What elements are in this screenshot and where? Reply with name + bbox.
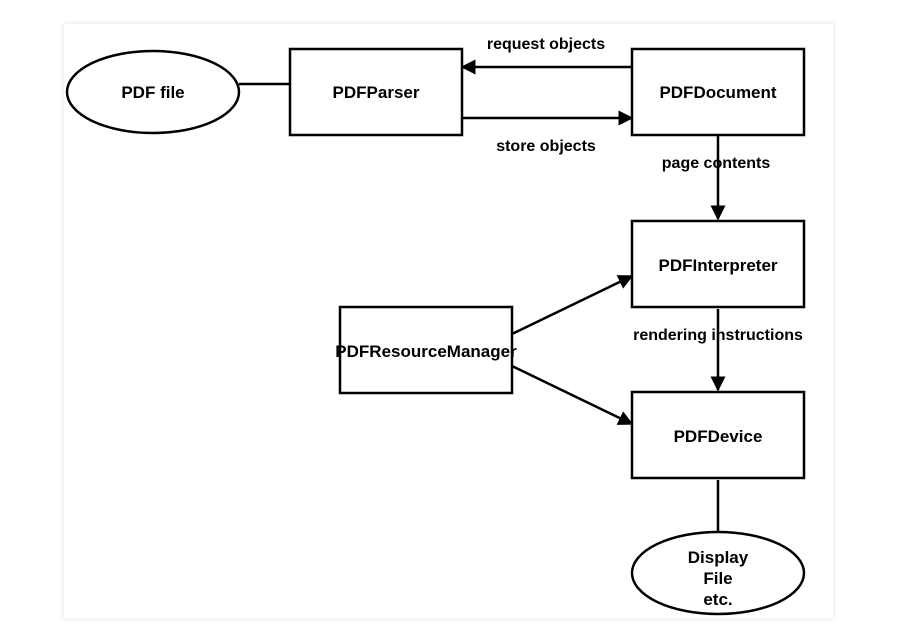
pdfparser-node: PDFParser <box>288 47 464 137</box>
display-label-line-1: Display <box>688 548 749 567</box>
pdfparser-label: PDFParser <box>333 83 420 102</box>
display-file-node: Display File etc. <box>630 530 806 616</box>
display-label-line-3: etc. <box>703 590 732 609</box>
store-objects-label: store objects <box>496 138 596 155</box>
pdfresourcemanager-node: PDFResourceManager <box>335 305 517 395</box>
pdfinterpreter-label: PDFInterpreter <box>658 256 777 275</box>
pdf-file-node: PDF file <box>65 49 241 135</box>
pdfdocument-node: PDFDocument <box>630 47 806 137</box>
display-label-line-2: File <box>703 569 732 588</box>
pdfdevice-node: PDFDevice <box>630 390 806 480</box>
pdfinterpreter-node: PDFInterpreter <box>630 219 806 309</box>
pdfdocument-label: PDFDocument <box>659 83 776 102</box>
rendering-instructions-label: rendering instructions <box>633 327 803 344</box>
pdfdevice-label: PDFDevice <box>674 427 763 446</box>
request-objects-label: request objects <box>487 36 605 53</box>
page-contents-label: page contents <box>662 155 771 172</box>
pdf-file-label: PDF file <box>121 83 184 102</box>
pdfresourcemanager-label: PDFResourceManager <box>335 342 517 361</box>
resource-to-interpreter-arrow <box>511 274 634 336</box>
resource-to-device-arrow <box>511 364 634 426</box>
